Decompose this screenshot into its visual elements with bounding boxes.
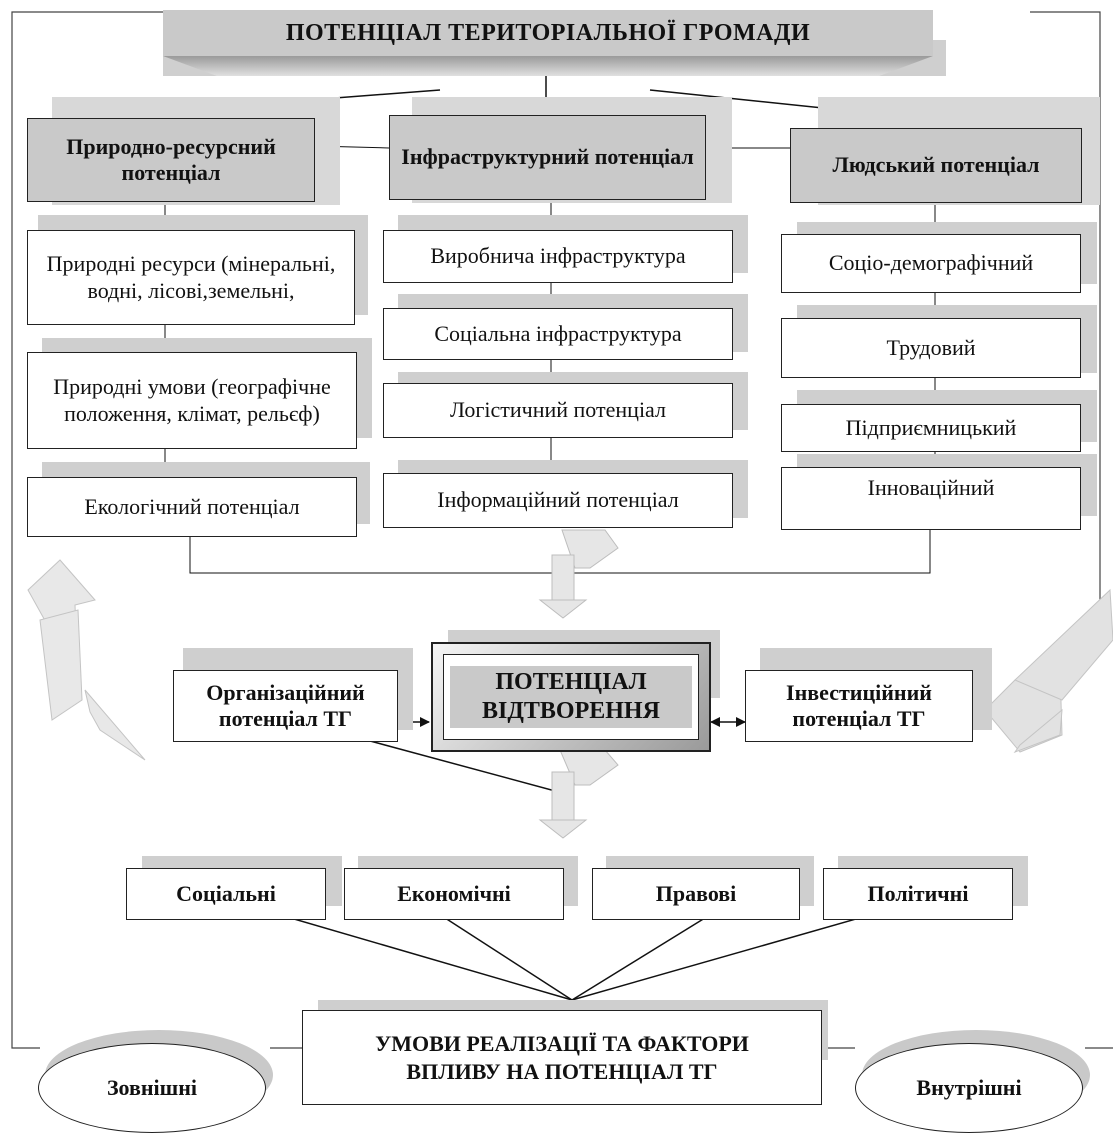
factor-political: Політичні (823, 868, 1013, 920)
factor-legal: Правові (592, 868, 800, 920)
reproduction-potential: ПОТЕНЦІАЛ ВІДТВОРЕННЯ (443, 654, 699, 740)
item-labor: Трудовий (781, 318, 1081, 378)
title-bevel (163, 56, 933, 76)
reproduction-frame: ПОТЕНЦІАЛ ВІДТВОРЕННЯ (431, 642, 711, 752)
item-innovative: Інноваційний (781, 467, 1081, 530)
organizational-potential: Організаційний потенціал ТГ (173, 670, 398, 742)
item-natural-conditions: Природні умови (географічне положення, к… (27, 352, 357, 449)
investment-potential: Інвестиційний потенціал ТГ (745, 670, 973, 742)
item-social-infra: Соціальна інфраструктура (383, 308, 733, 360)
page-title: ПОТЕНЦІАЛ ТЕРИТОРІАЛЬНОЇ ГРОМАДИ (163, 10, 933, 56)
internal-ellipse: Внутрішні (855, 1043, 1083, 1133)
factor-social: Соціальні (126, 868, 326, 920)
item-natural-resources: Природні ресурси (мінеральні, водні, ліс… (27, 230, 355, 325)
factor-economic: Економічні (344, 868, 564, 920)
header-human: Людський потенціал (790, 128, 1082, 203)
item-information: Інформаційний потенціал (383, 473, 733, 528)
item-ecological: Екологічний потенціал (27, 477, 357, 537)
conditions-box: УМОВИ РЕАЛІЗАЦІЇ ТА ФАКТОРИ ВПЛИВУ НА ПО… (302, 1010, 822, 1105)
header-natural-resource: Природно-ресурсний потенціал (27, 118, 315, 202)
reproduction-label: ПОТЕНЦІАЛ ВІДТВОРЕННЯ (450, 666, 692, 728)
item-logistic: Логістичний потенціал (383, 383, 733, 438)
item-production-infra: Виробнича інфраструктура (383, 230, 733, 283)
item-entrepreneurial: Підприємницький (781, 404, 1081, 452)
item-socio-demographic: Соціо-демографічний (781, 234, 1081, 293)
external-ellipse: Зовнішні (38, 1043, 266, 1133)
header-infrastructure: Інфраструктурний потенціал (389, 115, 706, 200)
